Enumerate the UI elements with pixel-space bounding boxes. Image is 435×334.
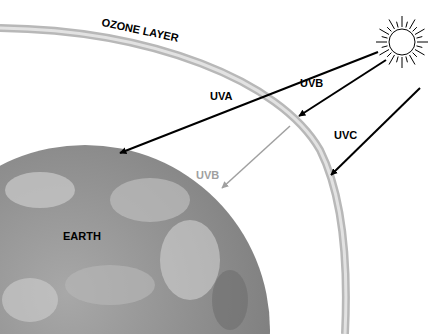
- sun-ray: [415, 29, 425, 35]
- uva-label: UVA: [210, 89, 232, 103]
- sun-ray: [416, 46, 422, 48]
- sun-ray: [415, 50, 425, 56]
- sun-ray: [397, 22, 399, 28]
- sun-ray: [379, 50, 389, 56]
- uvb-filtered-label: UVB: [196, 168, 219, 182]
- sun-ray: [413, 27, 417, 31]
- earth-globe: [0, 145, 270, 334]
- uv-rays: [120, 52, 420, 188]
- node-text: EARTH: [63, 229, 101, 243]
- sun-ray: [389, 19, 395, 29]
- sun-ray: [376, 42, 387, 43]
- sun-ray: [379, 29, 389, 35]
- uvb-label: UVB: [300, 76, 323, 90]
- sun-ray: [417, 42, 428, 43]
- sun-ray: [410, 19, 416, 29]
- uvc-label: UVC: [334, 128, 357, 142]
- sun-ray: [410, 55, 416, 65]
- sun-ray: [389, 55, 395, 65]
- sun-ray: [387, 53, 391, 57]
- sun-ray: [382, 46, 388, 48]
- sun-ray: [402, 57, 403, 68]
- sun-ray: [402, 16, 403, 27]
- sun-ray: [387, 27, 391, 31]
- sun-ray: [382, 37, 388, 39]
- sun-ray: [406, 56, 408, 62]
- sun-ray: [406, 22, 408, 28]
- ozone-band: [0, 28, 346, 334]
- earth-region: EARTH: [61, 227, 103, 245]
- sun: [376, 16, 428, 68]
- sun-ray: [416, 37, 422, 39]
- sun-ray: [413, 53, 417, 57]
- sun-ray: [397, 56, 399, 62]
